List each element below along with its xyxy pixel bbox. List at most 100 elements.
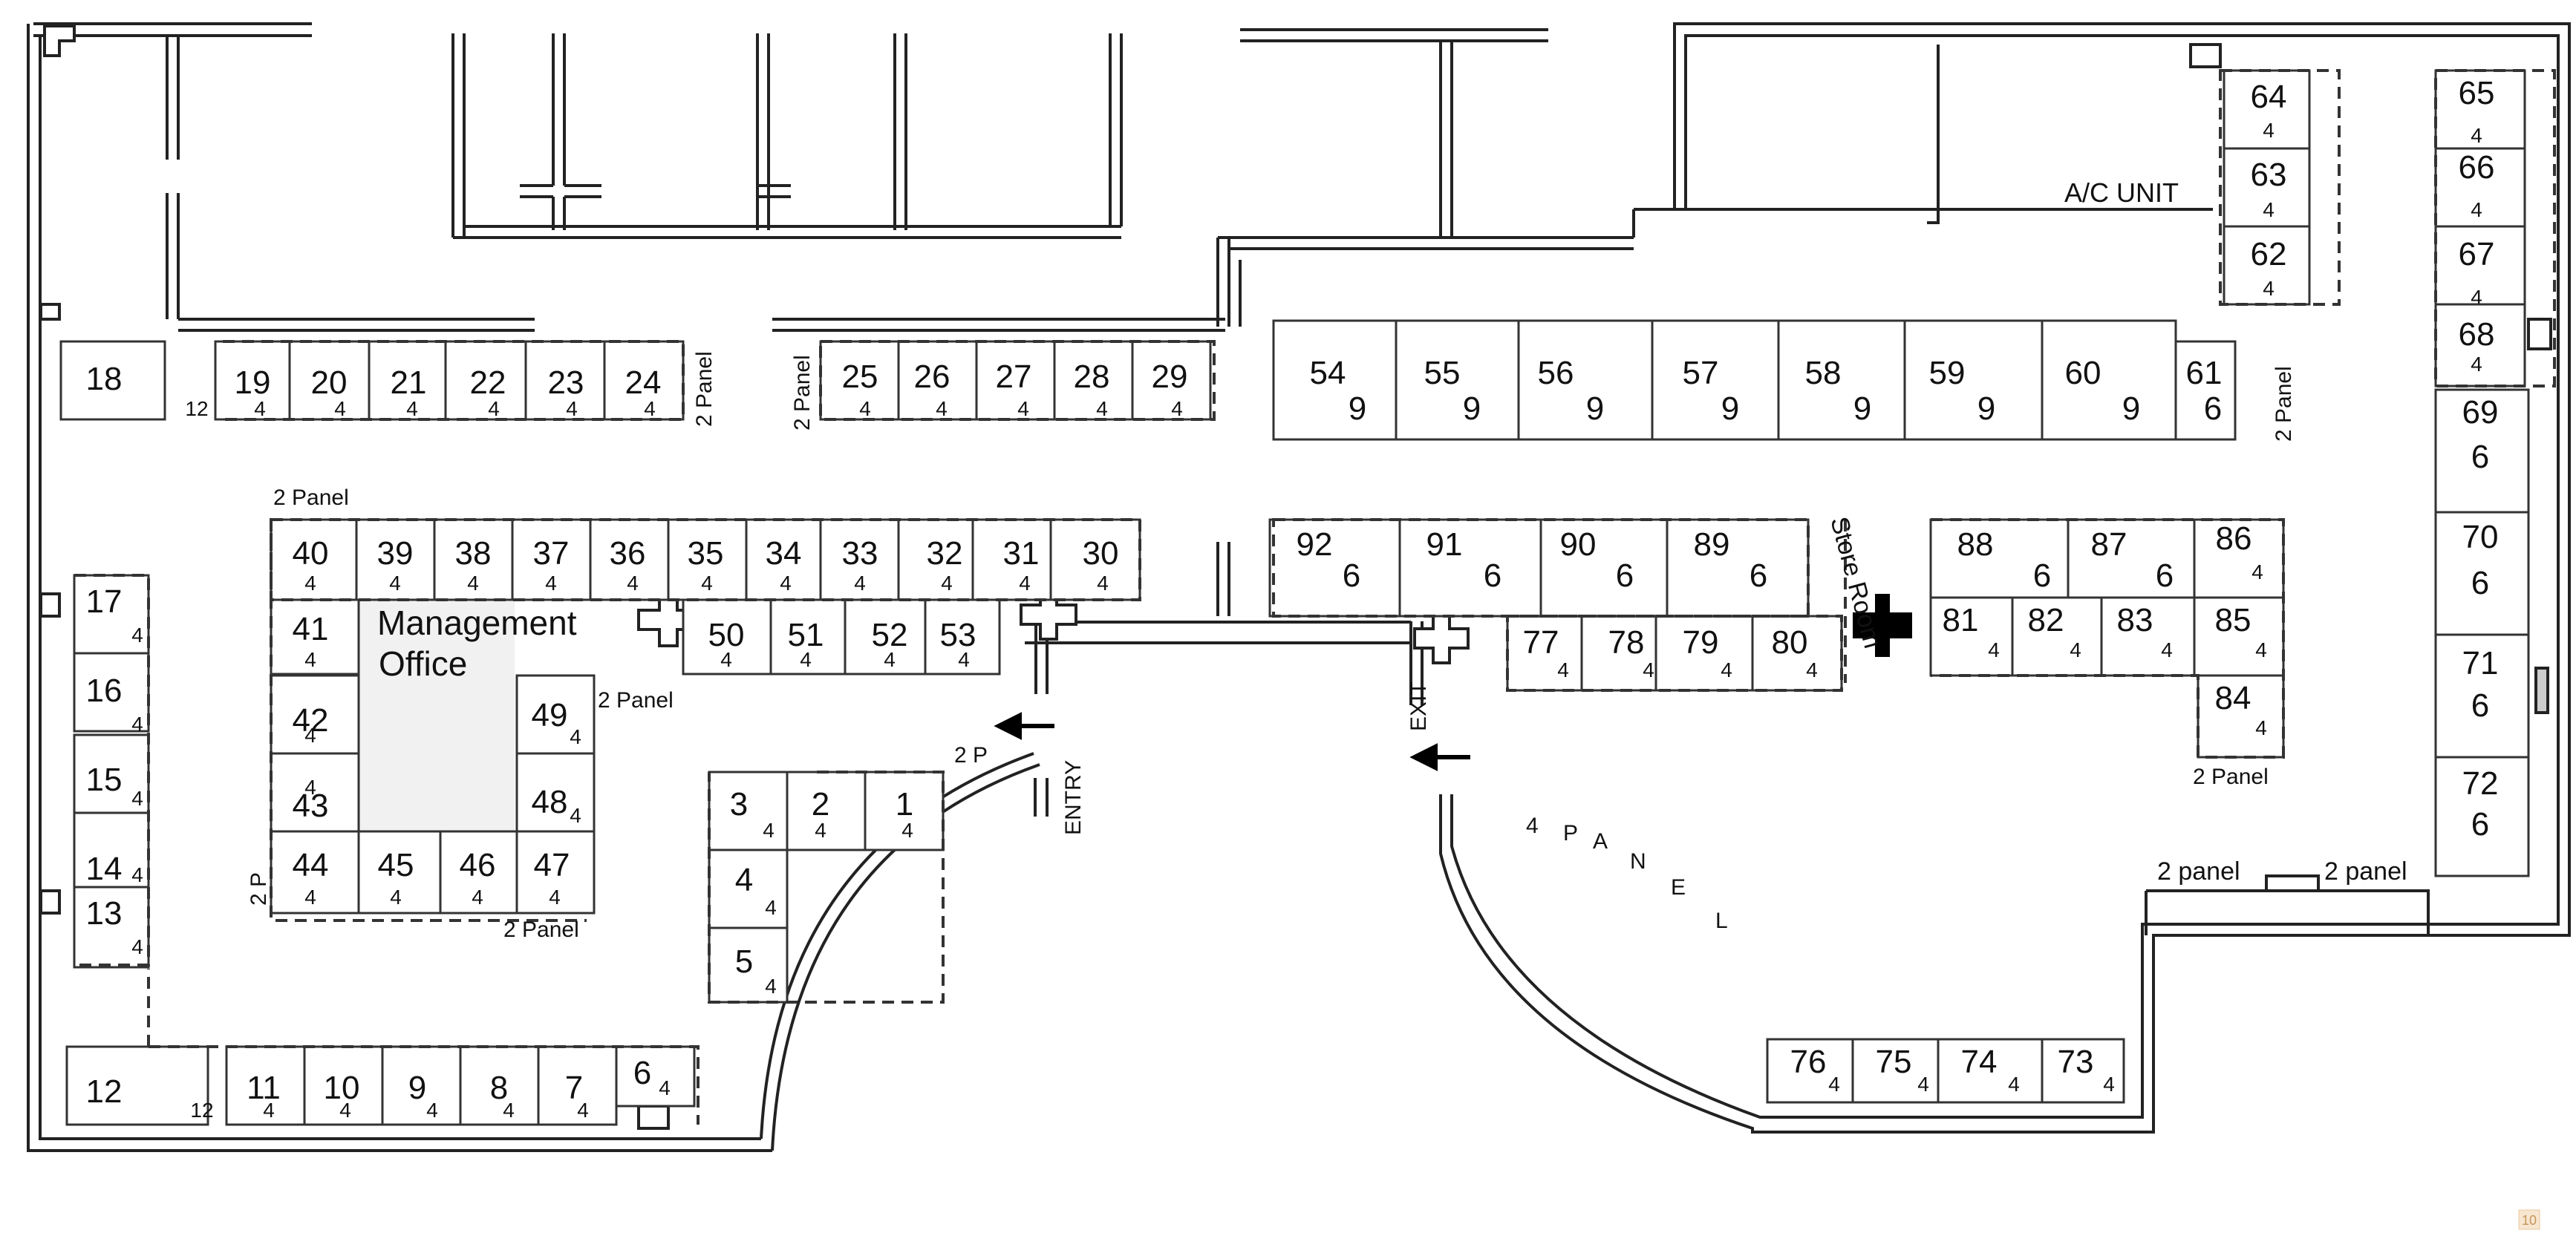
two-panel-label: 2 Panel (692, 351, 717, 427)
booth-81[interactable]: 814 (1929, 596, 2014, 677)
booth-85[interactable]: 854 (2193, 596, 2285, 677)
booth-31[interactable]: 314 (971, 518, 1052, 601)
booth-68[interactable]: 684 (2434, 303, 2526, 387)
booth-1[interactable]: 14 (864, 771, 945, 851)
booth-number: 51 (788, 617, 824, 653)
booth-45[interactable]: 454 (357, 830, 442, 915)
booth-89[interactable]: 896 (1666, 518, 1810, 618)
booth-60[interactable]: 609 (2041, 319, 2177, 441)
booth-35[interactable]: 354 (667, 518, 748, 601)
booth-7[interactable]: 74 (537, 1045, 618, 1126)
booth-33[interactable]: 334 (819, 518, 900, 601)
booth-90[interactable]: 906 (1539, 518, 1669, 618)
booth-5[interactable]: 54 (708, 926, 789, 1004)
booth-76[interactable]: 764 (1766, 1038, 1854, 1104)
booth-64[interactable]: 644 (2223, 69, 2311, 150)
booth-73[interactable]: 734 (2041, 1038, 2125, 1104)
booth-24[interactable]: 244 (603, 340, 685, 421)
booth-4[interactable]: 44 (708, 848, 789, 929)
booth-27[interactable]: 274 (975, 340, 1056, 421)
booth-outline (1395, 319, 1520, 441)
booth-66[interactable]: 664 (2434, 147, 2526, 228)
booth-72[interactable]: 726 (2434, 756, 2530, 877)
booth-28[interactable]: 284 (1053, 340, 1134, 421)
booth-55[interactable]: 559 (1395, 319, 1520, 441)
booth-83[interactable]: 834 (2100, 596, 2196, 677)
booth-19[interactable]: 194 (214, 340, 291, 421)
booth-9[interactable]: 94 (381, 1045, 462, 1126)
booth-86[interactable]: 864 (2193, 518, 2285, 599)
booth-82[interactable]: 824 (2011, 596, 2103, 677)
booth-25[interactable]: 254 (819, 340, 900, 421)
booth-3[interactable]: 34 (708, 771, 789, 851)
booth-23[interactable]: 234 (524, 340, 606, 421)
booth-63[interactable]: 634 (2223, 147, 2311, 228)
booth-outline (2197, 674, 2285, 759)
booth-91[interactable]: 916 (1398, 518, 1542, 618)
booth-39[interactable]: 394 (355, 518, 436, 601)
booth-34[interactable]: 344 (745, 518, 822, 601)
booth-80[interactable]: 804 (1751, 615, 1843, 692)
booth-8[interactable]: 84 (459, 1045, 540, 1126)
booth-49[interactable]: 494 (515, 674, 596, 755)
booth-57[interactable]: 579 (1651, 319, 1780, 441)
booth-53[interactable]: 534 (924, 598, 1001, 676)
booth-15[interactable]: 154 (73, 733, 150, 814)
booth-16[interactable]: 164 (73, 652, 150, 736)
booth-87[interactable]: 876 (2067, 518, 2196, 599)
booth-51[interactable]: 514 (769, 598, 847, 676)
booth-52[interactable]: 524 (844, 598, 927, 676)
booth-37[interactable]: 374 (511, 518, 592, 601)
booth-36[interactable]: 364 (589, 518, 670, 601)
booth-11[interactable]: 114 (225, 1045, 306, 1126)
booth-84[interactable]: 844 (2197, 674, 2285, 759)
booth-panel-count: 6 (2033, 557, 2051, 594)
booth-32[interactable]: 324 (897, 518, 974, 601)
booth-50[interactable]: 504 (682, 598, 772, 676)
booth-40[interactable]: 404 (270, 518, 358, 601)
booth-69[interactable]: 696 (2434, 388, 2530, 514)
booth-17[interactable]: 174 (73, 574, 150, 655)
booth-59[interactable]: 599 (1903, 319, 2044, 441)
booth-panel-count: 9 (1977, 390, 1995, 427)
booth-panel-count: 4 (2263, 198, 2275, 221)
booth-75[interactable]: 754 (1851, 1038, 1940, 1104)
booth-38[interactable]: 384 (433, 518, 514, 601)
booth-30[interactable]: 304 (1049, 518, 1141, 601)
booth-74[interactable]: 744 (1937, 1038, 2044, 1104)
booth-79[interactable]: 794 (1654, 615, 1754, 692)
booth-88[interactable]: 886 (1929, 518, 2070, 599)
booth-20[interactable]: 204 (288, 340, 371, 421)
booth-panel-count: 4 (901, 819, 913, 842)
booth-56[interactable]: 569 (1517, 319, 1654, 441)
booth-44[interactable]: 444 (270, 830, 360, 915)
booth-47[interactable]: 474 (515, 830, 596, 915)
booth-70[interactable]: 706 (2434, 511, 2530, 636)
booth-22[interactable]: 224 (444, 340, 527, 421)
booth-62[interactable]: 624 (2223, 225, 2311, 306)
booth-10[interactable]: 104 (303, 1045, 384, 1126)
booth-67[interactable]: 674 (2434, 225, 2526, 309)
booth-21[interactable]: 214 (368, 340, 447, 421)
booth-13[interactable]: 134 (73, 886, 150, 969)
booth-26[interactable]: 264 (897, 340, 978, 421)
booth-77[interactable]: 774 (1506, 615, 1583, 692)
booth-78[interactable]: 784 (1580, 615, 1657, 692)
booth-18[interactable]: 18 (59, 340, 166, 421)
booth-41[interactable]: 414 (270, 598, 360, 676)
booth-2[interactable]: 24 (786, 771, 867, 851)
booth-58[interactable]: 589 (1777, 319, 1906, 441)
booth-65[interactable]: 654 (2434, 69, 2526, 150)
booth-92[interactable]: 926 (1268, 518, 1401, 618)
booth-42[interactable]: 424 (270, 674, 360, 755)
booth-46[interactable]: 464 (439, 830, 518, 915)
booth-71[interactable]: 716 (2434, 633, 2530, 759)
booth-54[interactable]: 549 (1272, 319, 1398, 441)
booth-29[interactable]: 294 (1131, 340, 1212, 421)
booth-61[interactable]: 616 (2174, 340, 2237, 441)
booth-43[interactable]: 434 (270, 752, 360, 833)
